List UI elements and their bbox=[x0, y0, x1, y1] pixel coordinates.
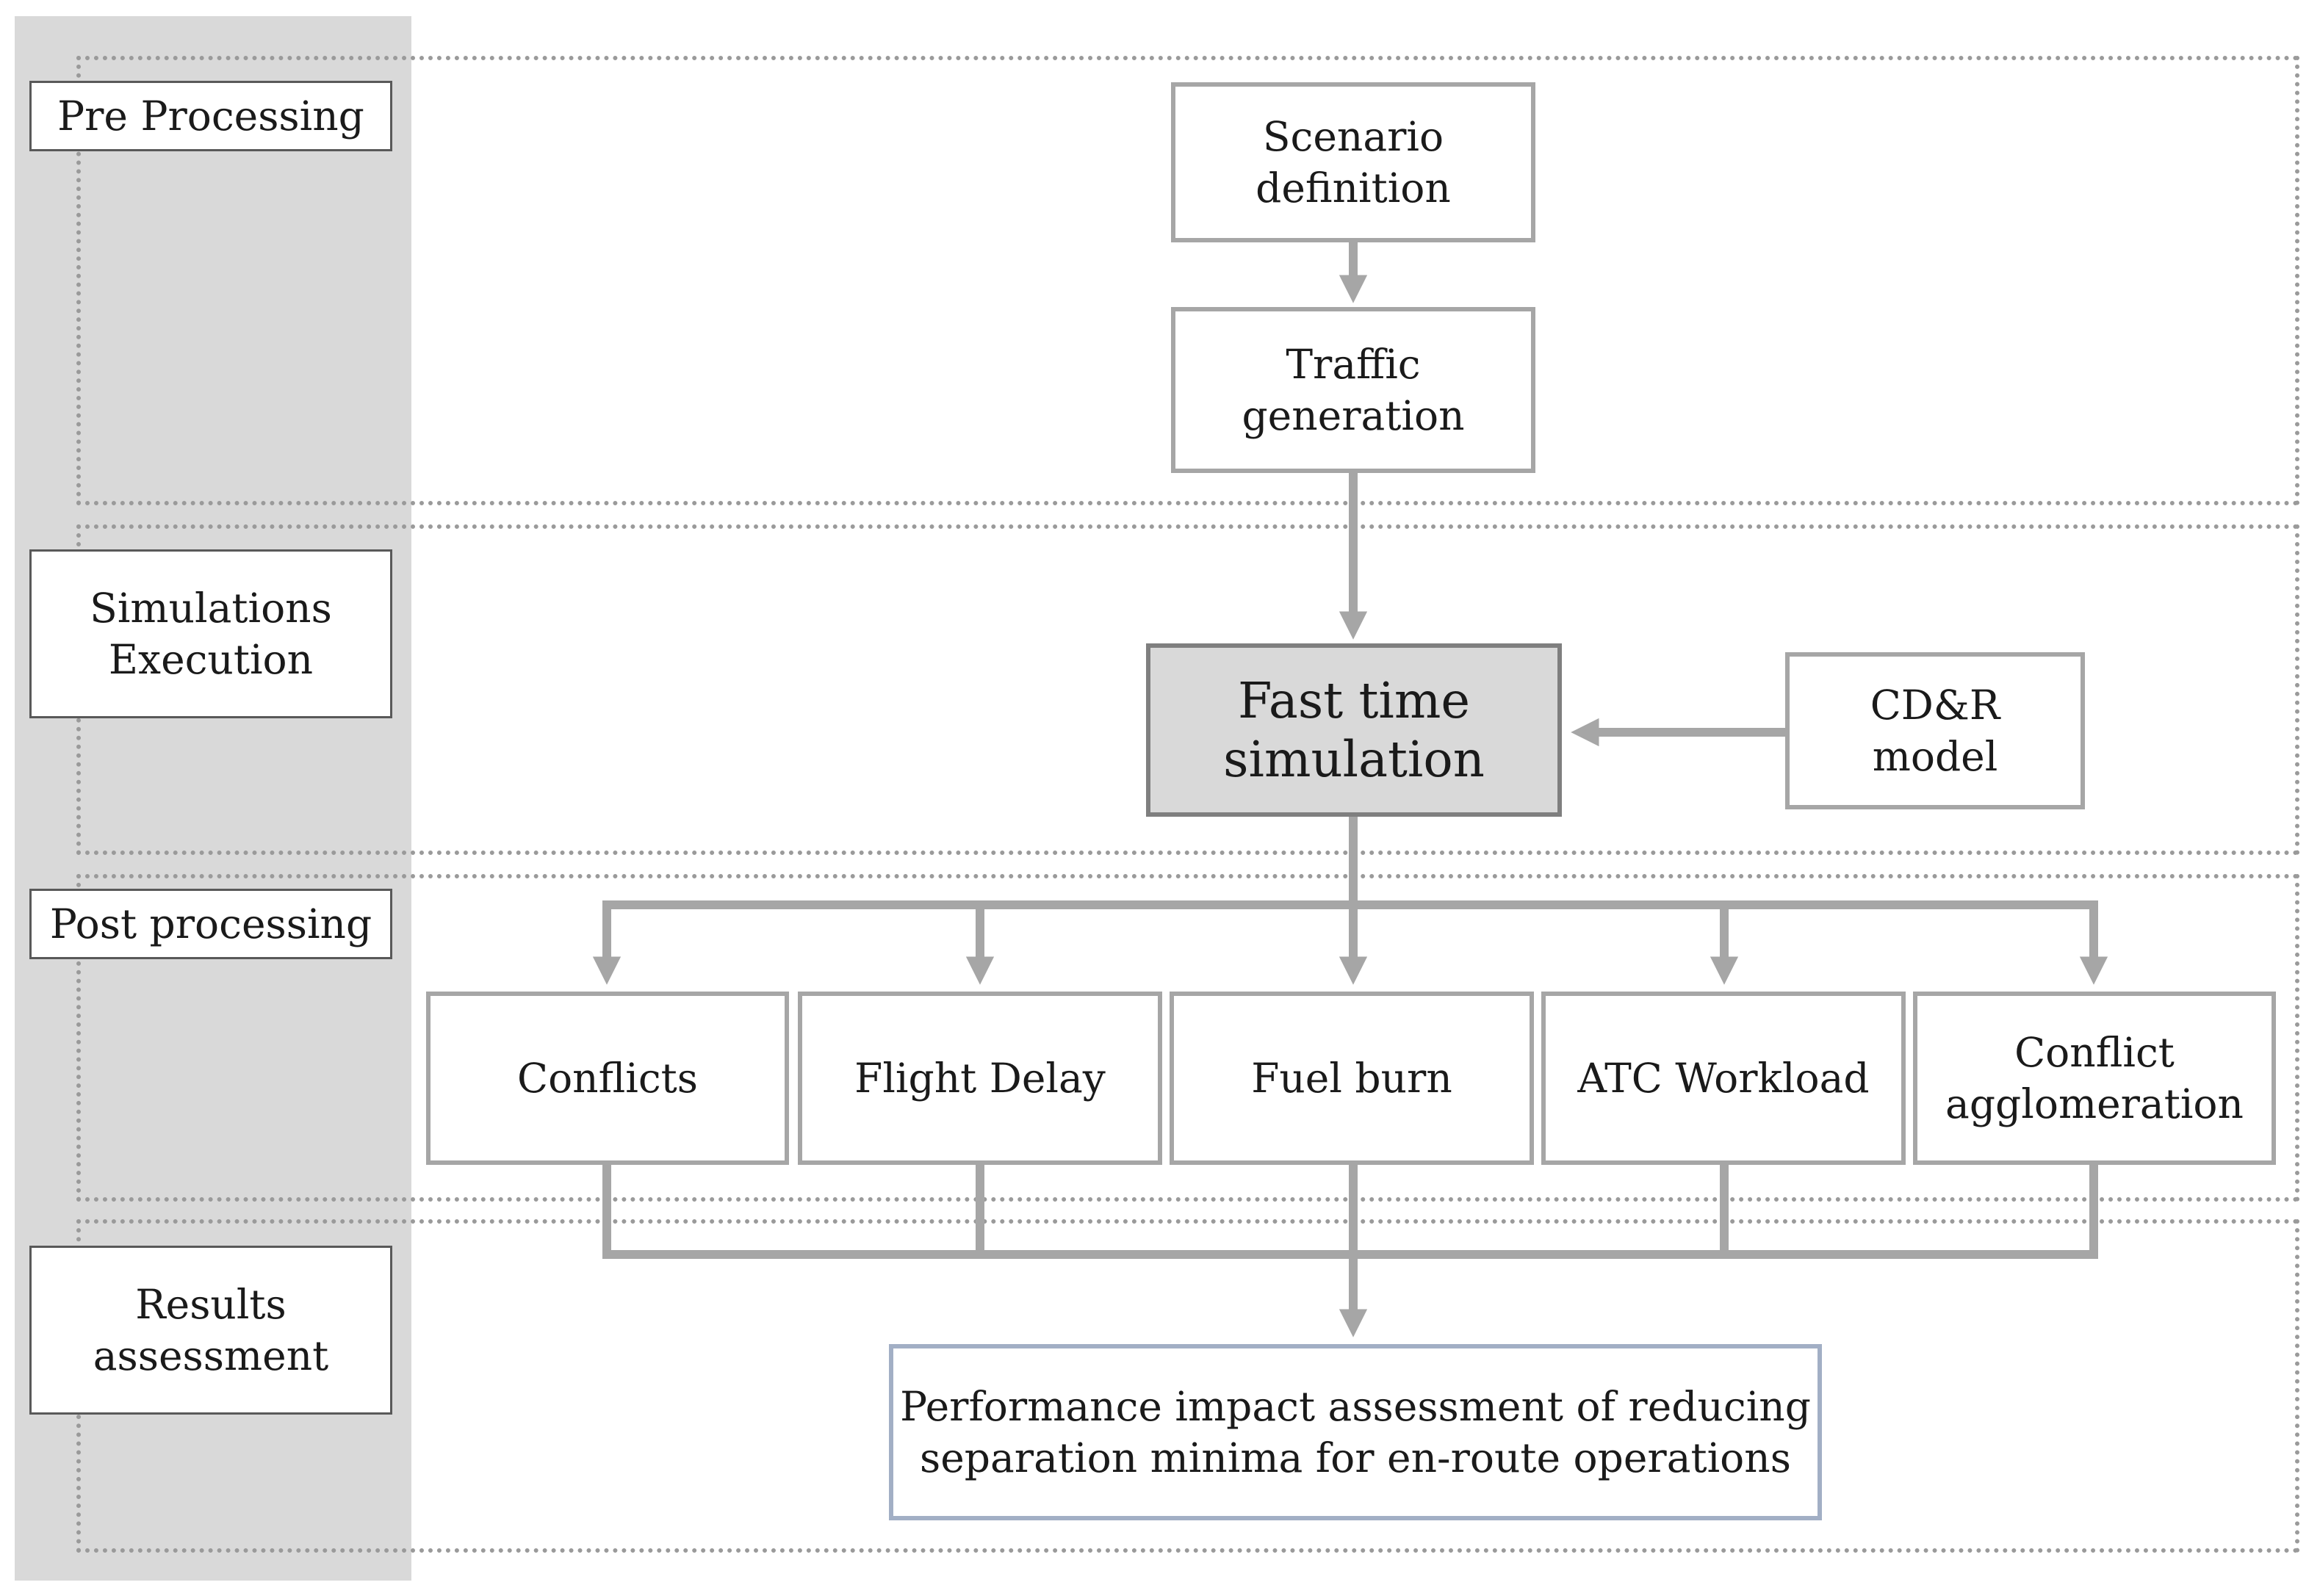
flight-delay-box: Flight Delay bbox=[798, 992, 1162, 1165]
atc-workload-box: ATC Workload bbox=[1541, 992, 1906, 1165]
post-processing-zone bbox=[76, 874, 2299, 1202]
fast-time-simulation-box: Fast time simulation bbox=[1146, 643, 1562, 817]
conflicts-box: Conflicts bbox=[426, 992, 789, 1165]
traffic-generation-box: Traffic generation bbox=[1171, 307, 1535, 473]
cdr-model-box: CD&R model bbox=[1785, 652, 2085, 809]
stage-label-pre-processing: Pre Processing bbox=[29, 81, 392, 151]
scenario-definition-box: Scenario definition bbox=[1171, 82, 1535, 242]
fuel-burn-box: Fuel burn bbox=[1170, 992, 1534, 1165]
conflict-agglomeration-box: Conflict agglomeration bbox=[1913, 992, 2276, 1165]
stage-label-results-assessment: Results assessment bbox=[29, 1246, 392, 1415]
pre-processing-zone bbox=[76, 56, 2299, 505]
performance-assessment-box: Performance impact assessment of reducin… bbox=[889, 1344, 1822, 1520]
stage-label-simulations-execution: Simulations Execution bbox=[29, 549, 392, 718]
stage-label-post-processing: Post processing bbox=[29, 889, 392, 959]
